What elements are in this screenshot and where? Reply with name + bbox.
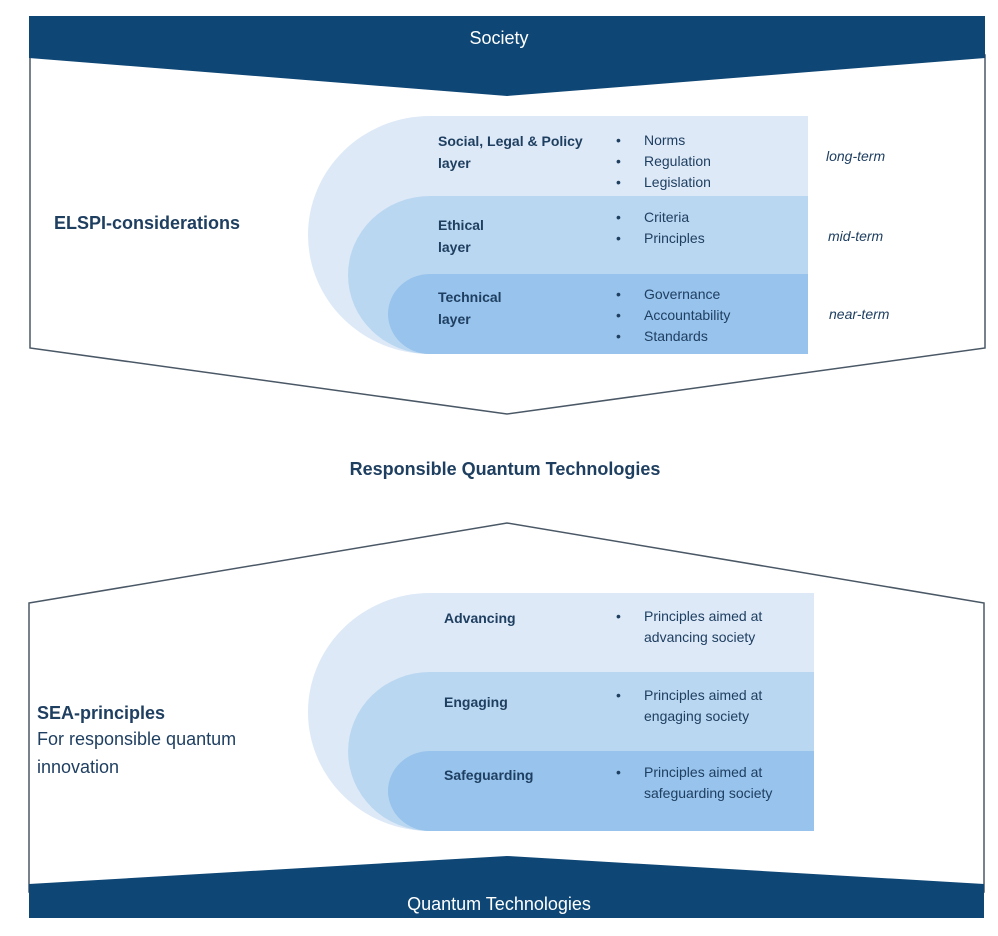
quantum-banner	[29, 856, 984, 918]
list-item: Governance	[616, 284, 730, 305]
list-item: Regulation	[616, 151, 711, 172]
sea-layer-engaging-list: Principles aimed at engaging society	[616, 685, 776, 727]
list-item: Principles aimed at engaging society	[616, 685, 776, 727]
elspi-layer-technical-term: near-term	[829, 306, 890, 322]
sea-layer-advancing-name: Advancing	[444, 610, 516, 626]
list-item: Principles aimed at safeguarding society	[616, 762, 776, 804]
list-item: Accountability	[616, 305, 730, 326]
elspi-layer-ethical-list: Criteria Principles	[616, 207, 705, 249]
sea-subtitle: For responsible quantum innovation	[37, 729, 237, 777]
elspi-layer-social-list: Norms Regulation Legislation	[616, 130, 711, 193]
responsible-qt-label: Responsible Quantum Technologies	[349, 459, 661, 479]
elspi-layer-technical-name: Technical layer	[438, 289, 502, 327]
elspi-layer-social-term: long-term	[826, 148, 886, 164]
list-item: Principles	[616, 228, 705, 249]
elspi-title: ELSPI-considerations	[54, 213, 241, 233]
quantum-technologies-banner-label: Quantum Technologies	[407, 894, 591, 914]
sea-layer-engaging-name: Engaging	[444, 694, 508, 710]
list-item: Criteria	[616, 207, 705, 228]
sea-layer-advancing-list: Principles aimed at advancing society	[616, 606, 776, 648]
list-item: Legislation	[616, 172, 711, 193]
list-item: Norms	[616, 130, 711, 151]
society-banner-label: Society	[469, 28, 529, 48]
sea-layer-safeguarding-list: Principles aimed at safeguarding society	[616, 762, 776, 804]
society-banner	[29, 16, 985, 96]
sea-title: SEA-principles	[37, 703, 166, 723]
elspi-layer-social-name: Social, Legal & Policy layer	[438, 133, 583, 171]
elspi-layer-technical-list: Governance Accountability Standards	[616, 284, 730, 347]
elspi-layer-ethical-name: Ethical layer	[438, 217, 484, 255]
list-item: Principles aimed at advancing society	[616, 606, 776, 648]
list-item: Standards	[616, 326, 730, 347]
sea-layer-safeguarding-name: Safeguarding	[444, 767, 534, 783]
elspi-layer-ethical-term: mid-term	[828, 228, 884, 244]
